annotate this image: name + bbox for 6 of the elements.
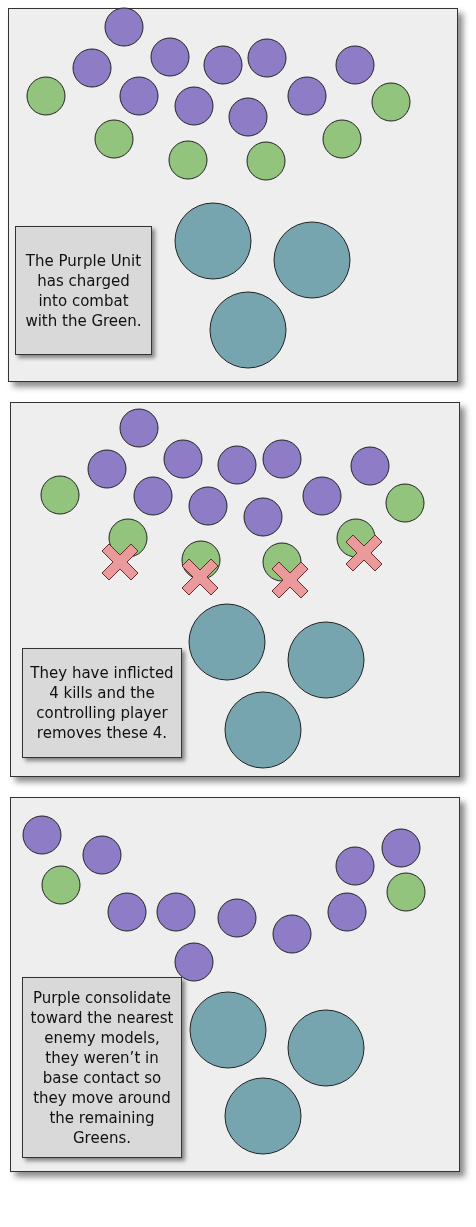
caption-card: The Purple Unit has charged into combat with the Green. <box>15 226 152 355</box>
panel <box>10 402 460 777</box>
caption-card: They have inflicted 4 kills and the controlling player removes these 4. <box>22 648 182 758</box>
caption-card: Purple consolidate toward the nearest enemy models, they weren’t in base contact so they move around the remaining Greens. <box>22 977 182 1158</box>
panel <box>8 8 458 382</box>
panel <box>10 797 460 1172</box>
